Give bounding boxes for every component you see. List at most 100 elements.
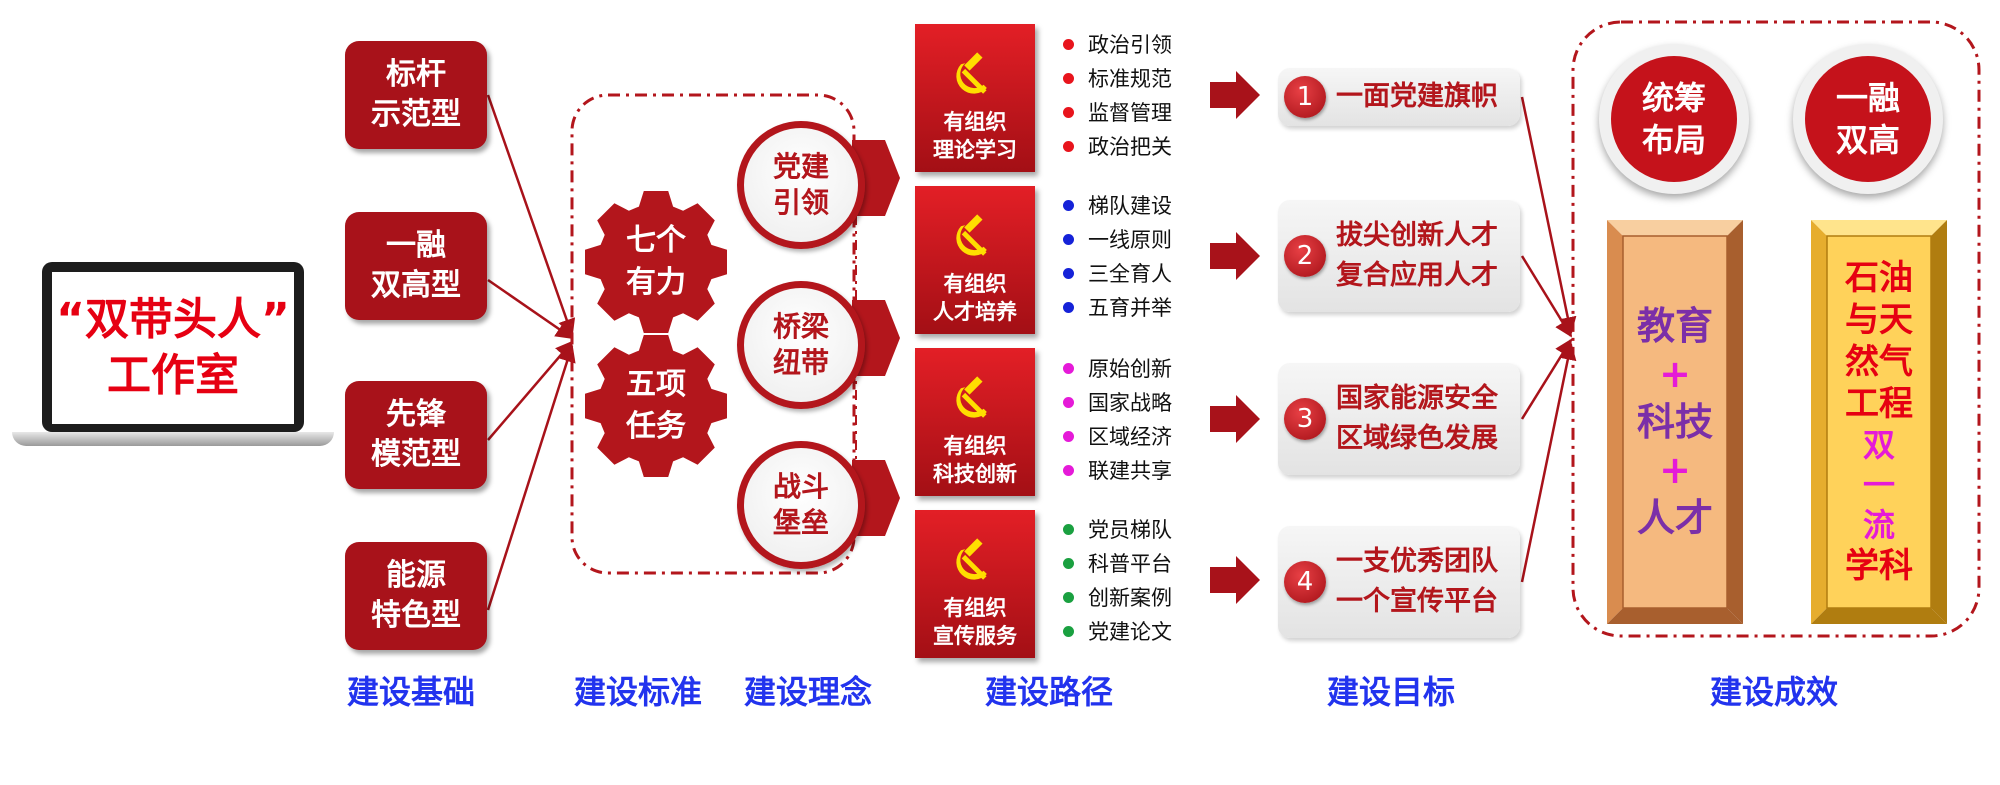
bullet-dot-icon xyxy=(1063,38,1074,50)
arrow-goal-2 xyxy=(1520,255,1573,338)
list-item: 标准规范 xyxy=(1063,61,1213,95)
bevel-frame xyxy=(1607,220,1743,624)
path-line1: 有组织 xyxy=(943,434,1007,458)
arrow-goal-1 xyxy=(1520,96,1577,335)
bullet-dot-icon xyxy=(1063,301,1074,313)
list-item-text: 联建共享 xyxy=(1088,459,1172,483)
studio-title-line2: 工作室 xyxy=(107,350,239,401)
bevel-left xyxy=(1811,220,1827,624)
col2-item: 石油 xyxy=(1845,258,1913,298)
col1-item: + xyxy=(1659,448,1691,492)
list-item: 监督管理 xyxy=(1063,95,1213,129)
hammer-handle xyxy=(961,392,987,418)
concept-pointer-3 xyxy=(852,460,900,536)
concept-line1: 党建 xyxy=(772,150,829,183)
goal-box-2: 2 拔尖创新人才 复合应用人才 xyxy=(1278,200,1520,312)
stage-label-path: 建设路径 xyxy=(985,673,1114,711)
list-item: 梯队建设 xyxy=(1063,188,1213,222)
list-item: 科普平台 xyxy=(1063,546,1213,580)
goal-text: 国家能源安全 xyxy=(1336,383,1498,414)
bevel-top xyxy=(1811,220,1947,236)
goal-number-badge: 2 xyxy=(1284,235,1326,277)
bevel-right xyxy=(1931,220,1947,624)
list-item-text: 梯队建设 xyxy=(1088,194,1172,218)
bullet-list-3: 原始创新 国家战略 区域经济 联建共享 xyxy=(1063,351,1213,487)
hammer-handle xyxy=(961,68,987,94)
hammer-head xyxy=(964,52,983,71)
bullet-dot-icon xyxy=(1063,106,1074,118)
col2-item: 工程 xyxy=(1845,384,1913,424)
result-column-2: 石油 与天 然气 工程 双 一 流 学科 xyxy=(1811,220,1947,624)
stage-label-foundation: 建设基础 xyxy=(347,673,476,711)
list-item-text: 党建论文 xyxy=(1088,620,1172,644)
hammer-handle xyxy=(961,230,987,256)
foundation-line1: 标杆 xyxy=(386,57,446,92)
list-item-text: 五育并举 xyxy=(1088,296,1172,320)
bullet-dot-icon xyxy=(1063,523,1074,535)
gear-line2: 有力 xyxy=(626,265,686,300)
list-item-text: 三全育人 xyxy=(1088,262,1172,286)
concept-pointer-2 xyxy=(852,300,900,376)
gear-line1: 五项 xyxy=(626,367,686,402)
bullet-dot-icon xyxy=(1063,396,1074,408)
party-emblem-icon xyxy=(956,376,987,418)
party-emblem-icon xyxy=(956,538,987,580)
foundation-line2: 特色型 xyxy=(371,598,461,633)
list-item-text: 标准规范 xyxy=(1088,67,1172,91)
result-circle-line1: 一融 xyxy=(1835,79,1900,117)
bevel-top xyxy=(1607,220,1743,236)
list-item-text: 政治引领 xyxy=(1088,33,1172,57)
gear-line2: 任务 xyxy=(626,409,686,444)
party-emblem-icon xyxy=(956,214,987,256)
sickle-shape xyxy=(956,63,987,94)
foundation-line2: 双高型 xyxy=(371,268,461,303)
result-column-1-text: 教育 + 科技 + 人才 xyxy=(1629,242,1721,602)
list-item-text: 政治把关 xyxy=(1088,135,1172,159)
list-item-text: 国家战略 xyxy=(1088,391,1172,415)
bullet-dot-icon xyxy=(1063,199,1074,211)
result-column-2-text: 石油 与天 然气 工程 双 一 流 学科 xyxy=(1833,242,1925,602)
concept-line2: 堡垒 xyxy=(772,506,829,539)
result-column-1: 教育 + 科技 + 人才 xyxy=(1607,220,1743,624)
foundation-line2: 示范型 xyxy=(371,97,461,132)
col2-item: 与天 xyxy=(1845,300,1913,340)
goal-text: 一支优秀团队 xyxy=(1336,546,1498,577)
col2-item: 学科 xyxy=(1845,546,1913,586)
col1-item: 人才 xyxy=(1636,496,1713,540)
list-item: 五育并举 xyxy=(1063,290,1213,324)
list-item: 联建共享 xyxy=(1063,453,1213,487)
result-circle-line2: 双高 xyxy=(1835,121,1900,159)
list-item-text: 一线原则 xyxy=(1088,228,1172,252)
path-line1: 有组织 xyxy=(943,596,1007,620)
goal-box-1: 1 一面党建旗帜 xyxy=(1278,68,1520,126)
concept-circle-2: 桥梁 纽带 xyxy=(737,281,865,409)
bullet-dot-icon xyxy=(1063,464,1074,476)
goal-text: 复合应用人才 xyxy=(1336,260,1498,291)
foundation-line2: 模范型 xyxy=(371,437,461,472)
hammer-handle xyxy=(961,554,987,580)
block-arrow-3 xyxy=(1210,395,1260,443)
sickle-shape xyxy=(956,387,987,418)
result-circle-2: 一融 双高 xyxy=(1793,44,1943,194)
arrow-foundation-4 xyxy=(486,344,576,611)
goal-number-badge: 1 xyxy=(1284,76,1326,118)
list-item: 区域经济 xyxy=(1063,419,1213,453)
stage-label-standard: 建设标准 xyxy=(574,673,703,711)
block-arrow-4 xyxy=(1210,556,1260,604)
gear-seven-forces: 七个 有力 xyxy=(582,188,730,336)
concept-line1: 桥梁 xyxy=(772,310,829,343)
bevel-frame xyxy=(1811,220,1947,624)
bevel-right xyxy=(1727,220,1743,624)
col2-item: 一 xyxy=(1862,466,1895,504)
goal-text: 一个宣传平台 xyxy=(1336,586,1498,617)
studio-title-line1: “双带头人” xyxy=(56,294,290,345)
path-box-4: 有组织 宣传服务 xyxy=(915,510,1035,658)
hammer-head xyxy=(964,538,983,557)
foundation-line1: 能源 xyxy=(386,558,446,593)
gear-shape xyxy=(585,191,727,333)
list-item-text: 原始创新 xyxy=(1088,357,1172,381)
goal-text: 一面党建旗帜 xyxy=(1336,81,1498,112)
bullet-list-1: 政治引领 标准规范 监督管理 政治把关 xyxy=(1063,27,1213,163)
path-line2: 人才培养 xyxy=(933,300,1017,324)
foundation-line1: 先锋 xyxy=(386,397,446,432)
